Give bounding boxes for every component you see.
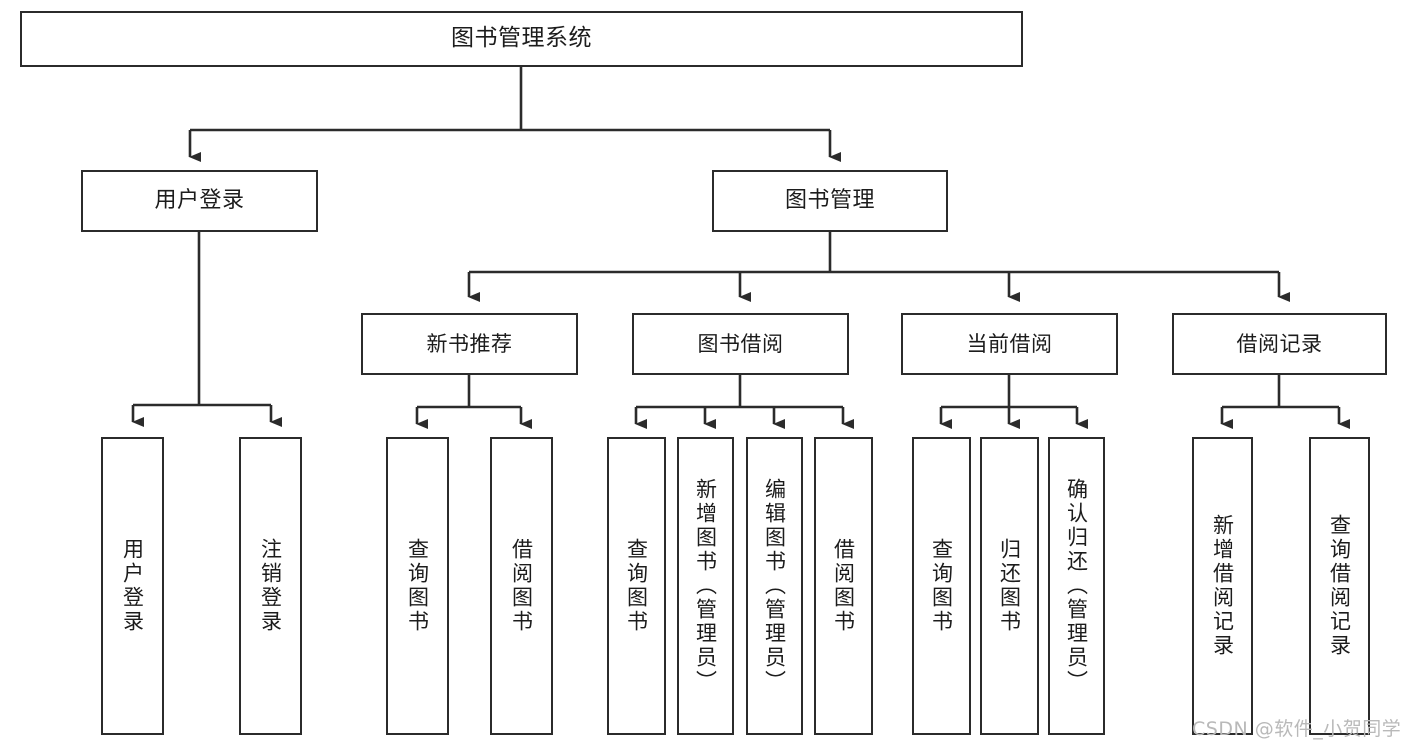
watermark-text: CSDN @软件_小贺同学 — [1192, 718, 1402, 740]
leaf-user-login-login-label: 用户登录 — [120, 538, 145, 634]
leaf-borrow-edit-book-admin[interactable]: 编辑图书（管理员） — [746, 437, 803, 735]
leaf-current-query-book-label: 查询图书 — [929, 538, 954, 634]
leaf-borrow-add-book-admin-label: 新增图书（管理员） — [693, 478, 718, 694]
leaf-borrow-borrow-book[interactable]: 借阅图书 — [814, 437, 873, 735]
node-current-borrow-label: 当前借阅 — [966, 331, 1053, 356]
leaf-borrow-borrow-book-label: 借阅图书 — [831, 538, 856, 634]
leaf-borrow-add-book-admin[interactable]: 新增图书（管理员） — [677, 437, 734, 735]
leaf-record-add-record[interactable]: 新增借阅记录 — [1192, 437, 1253, 735]
leaf-current-query-book[interactable]: 查询图书 — [912, 437, 971, 735]
node-book-management-label: 图书管理 — [784, 188, 875, 214]
node-new-book-recommend[interactable]: 新书推荐 — [361, 313, 578, 375]
leaf-record-query-record[interactable]: 查询借阅记录 — [1309, 437, 1370, 735]
leaf-record-add-record-label: 新增借阅记录 — [1210, 514, 1235, 658]
node-root-book-management-system[interactable]: 图书管理系统 — [20, 11, 1023, 67]
node-borrow-record[interactable]: 借阅记录 — [1172, 313, 1387, 375]
leaf-current-confirm-return-admin[interactable]: 确认归还（管理员） — [1048, 437, 1105, 735]
leaf-new-book-borrow-book[interactable]: 借阅图书 — [490, 437, 553, 735]
node-current-borrow[interactable]: 当前借阅 — [901, 313, 1118, 375]
leaf-current-return-book-label: 归还图书 — [997, 538, 1022, 634]
node-book-borrow[interactable]: 图书借阅 — [632, 313, 849, 375]
leaf-current-return-book[interactable]: 归还图书 — [980, 437, 1039, 735]
leaf-current-confirm-return-admin-label: 确认归还（管理员） — [1064, 478, 1089, 694]
leaf-borrow-query-book[interactable]: 查询图书 — [607, 437, 666, 735]
leaf-new-book-query-book[interactable]: 查询图书 — [386, 437, 449, 735]
leaf-borrow-query-book-label: 查询图书 — [624, 538, 649, 634]
node-book-borrow-label: 图书借阅 — [697, 331, 784, 356]
node-user-login-label: 用户登录 — [154, 188, 245, 214]
leaf-new-book-borrow-book-label: 借阅图书 — [509, 538, 534, 634]
node-root-label: 图书管理系统 — [451, 25, 592, 52]
node-user-login[interactable]: 用户登录 — [81, 170, 318, 232]
leaf-user-login-logout[interactable]: 注销登录 — [239, 437, 302, 735]
node-borrow-record-label: 借阅记录 — [1236, 331, 1323, 356]
leaf-borrow-edit-book-admin-label: 编辑图书（管理员） — [762, 478, 787, 694]
node-new-book-recommend-label: 新书推荐 — [426, 331, 513, 356]
leaf-user-login-login[interactable]: 用户登录 — [101, 437, 164, 735]
node-book-management[interactable]: 图书管理 — [712, 170, 948, 232]
leaf-new-book-query-book-label: 查询图书 — [405, 538, 430, 634]
leaf-user-login-logout-label: 注销登录 — [258, 538, 283, 634]
leaf-record-query-record-label: 查询借阅记录 — [1327, 514, 1352, 658]
